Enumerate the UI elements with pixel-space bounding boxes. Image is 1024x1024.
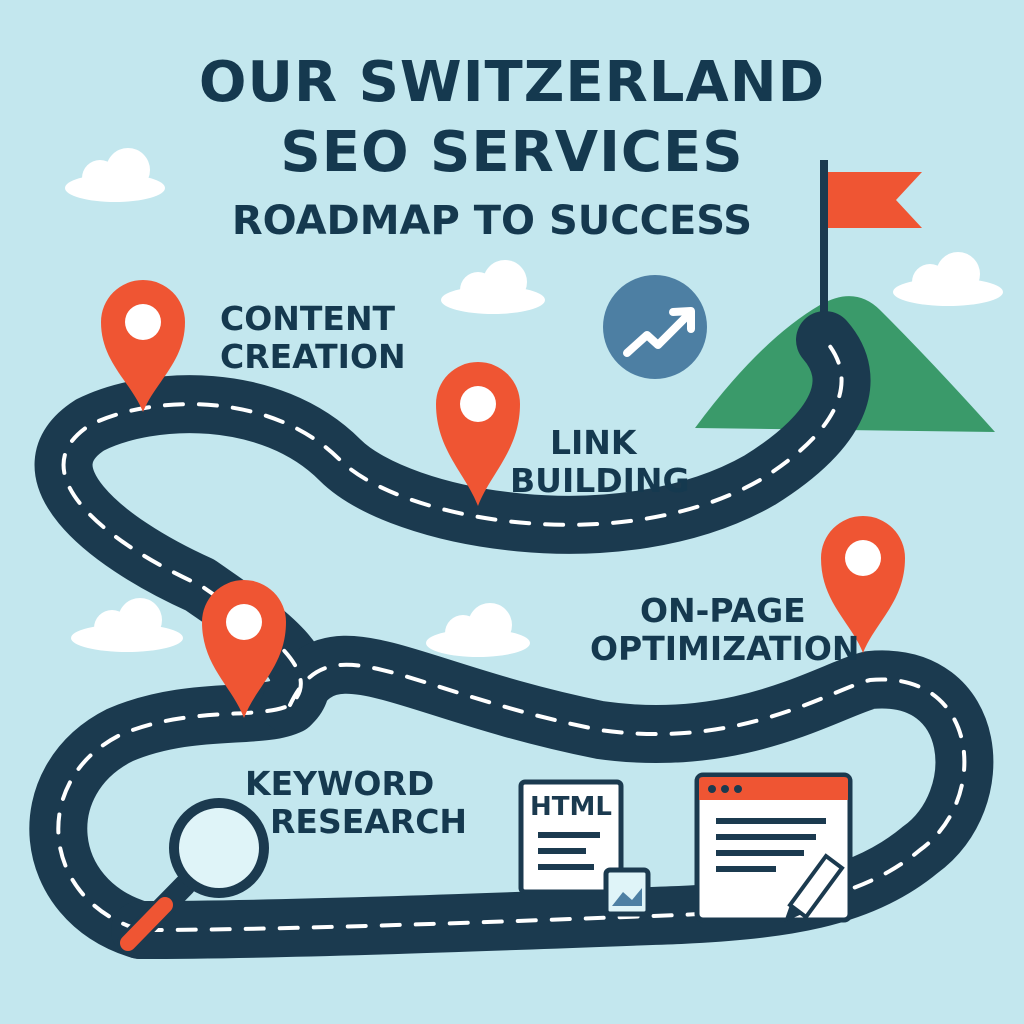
milestone-content-creation: CONTENT CREATION xyxy=(220,300,406,376)
html-document-icon: HTML xyxy=(518,779,624,895)
magnifying-glass-icon xyxy=(117,798,269,954)
clouds xyxy=(65,148,1003,657)
milestone-label: LINK xyxy=(550,423,637,462)
milestone-label: OPTIMIZATION xyxy=(590,629,860,668)
flag-icon xyxy=(820,160,922,335)
milestone-keyword-research: KEYWORD RESEARCH xyxy=(245,765,467,841)
milestone-label: CREATION xyxy=(220,337,406,376)
milestone-link-building: LINK BUILDING xyxy=(510,424,690,500)
content-editor-icon xyxy=(694,772,853,923)
winding-road xyxy=(29,311,994,959)
map-pin-icon xyxy=(202,580,286,718)
image-thumbnail-icon xyxy=(603,867,651,917)
milestone-label: ON-PAGE xyxy=(640,591,806,630)
cloud-icon xyxy=(893,252,1003,306)
page-title: OUR SWITZERLAND xyxy=(198,50,826,115)
milestone-label: RESEARCH xyxy=(270,802,468,841)
html-doc-label: HTML xyxy=(530,792,612,822)
growth-chart-icon xyxy=(603,275,707,379)
map-pin-icon xyxy=(821,516,905,653)
page-title-line-2: SEO SERVICES xyxy=(280,120,744,185)
milestone-label: KEYWORD xyxy=(245,764,435,803)
milestone-on-page-optimization: ON-PAGE OPTIMIZATION xyxy=(590,592,860,668)
cloud-icon xyxy=(71,598,183,652)
cloud-icon xyxy=(441,260,545,314)
map-pin-icon xyxy=(101,280,185,412)
page-subtitle: ROADMAP TO SUCCESS xyxy=(231,198,753,244)
milestone-label: BUILDING xyxy=(510,461,690,500)
pencil-icon xyxy=(784,853,845,922)
map-pin-icon xyxy=(436,362,520,506)
milestone-label: CONTENT xyxy=(220,299,396,338)
cloud-icon xyxy=(426,603,530,657)
cloud-icon xyxy=(65,148,165,202)
